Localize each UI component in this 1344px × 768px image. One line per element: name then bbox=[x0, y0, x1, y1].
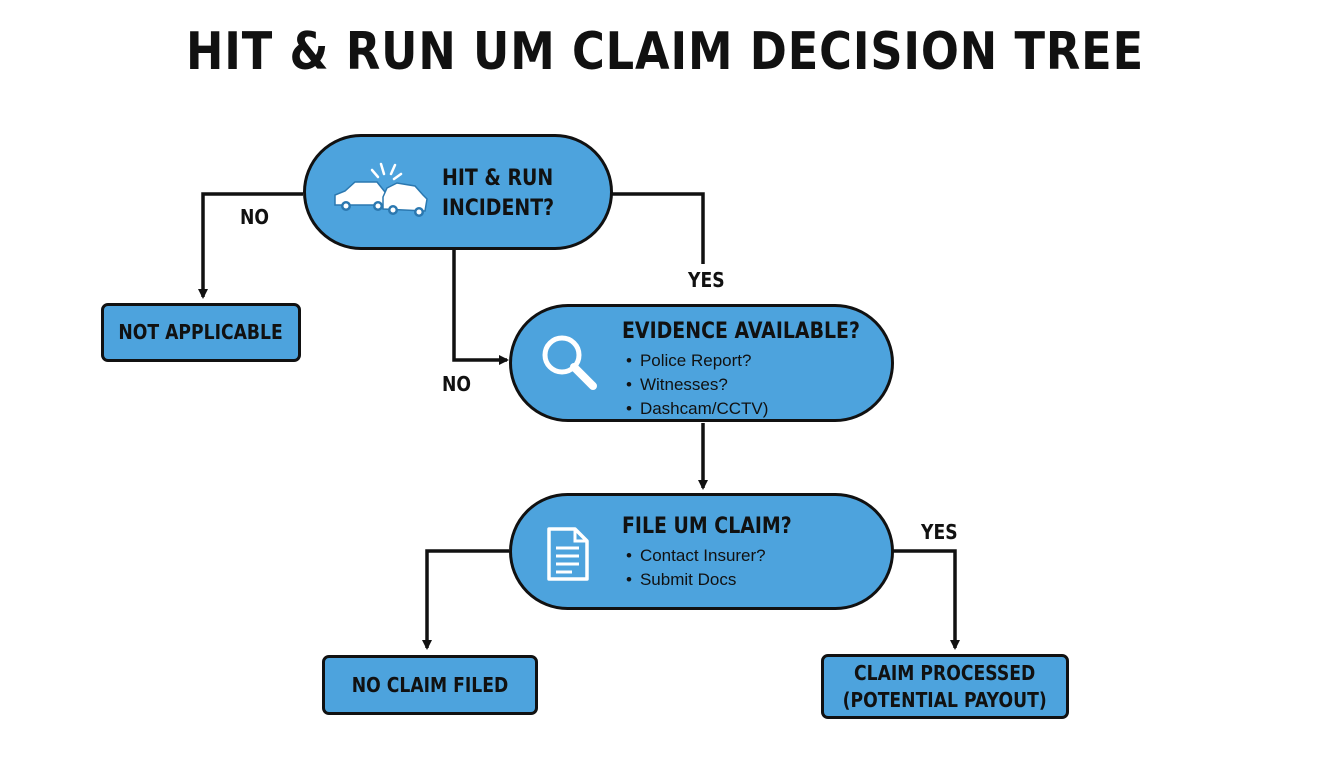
evidence-item: Dashcam/CCTV) bbox=[626, 397, 899, 421]
edge-label-yes: YES bbox=[921, 520, 958, 544]
file-claim-title: FILE UM CLAIM? bbox=[622, 514, 792, 539]
edge-yes-to-claim-processed bbox=[893, 549, 960, 650]
claim-processed-box: CLAIM PROCESSED (POTENTIAL PAYOUT) bbox=[821, 654, 1069, 719]
hit-and-run-label: HIT & RUN INCIDENT? bbox=[442, 166, 555, 221]
claim-processed-label: CLAIM PROCESSED (POTENTIAL PAYOUT) bbox=[842, 660, 1048, 712]
not-applicable-box: NOT APPLICABLE bbox=[101, 303, 301, 362]
file-claim-item: Contact Insurer? bbox=[626, 544, 819, 568]
edge-no-to-no-claim bbox=[422, 549, 509, 650]
document-icon bbox=[547, 527, 589, 581]
evidence-item: Witnesses? bbox=[626, 373, 899, 397]
magnifier-icon bbox=[542, 335, 597, 390]
edge-label-yes: YES bbox=[688, 268, 725, 292]
edge-label-no: NO bbox=[442, 372, 472, 396]
hit-and-run-node: HIT & RUN INCIDENT? bbox=[303, 134, 613, 250]
edge-no-to-not-applicable bbox=[198, 192, 303, 299]
edge-no-to-evidence bbox=[452, 250, 509, 365]
edge-label-no: NO bbox=[240, 205, 270, 229]
file-claim-node: FILE UM CLAIM? Contact Insurer? Submit D… bbox=[509, 493, 894, 610]
evidence-item: Police Report? bbox=[626, 349, 899, 373]
no-claim-filed-box: NO CLAIM FILED bbox=[322, 655, 538, 715]
evidence-list: Police Report? Witnesses? Dashcam/CCTV) bbox=[626, 349, 899, 421]
edge-yes-to-evidence bbox=[612, 192, 705, 264]
evidence-node: EVIDENCE AVAILABLE? Police Report? Witne… bbox=[509, 304, 894, 422]
car-crash-icon bbox=[334, 162, 428, 217]
file-claim-item: Submit Docs bbox=[626, 568, 819, 592]
not-applicable-label: NOT APPLICABLE bbox=[118, 320, 284, 344]
file-claim-list: Contact Insurer? Submit Docs bbox=[626, 544, 819, 592]
no-claim-filed-label: NO CLAIM FILED bbox=[351, 672, 509, 697]
evidence-title: EVIDENCE AVAILABLE? bbox=[622, 319, 860, 344]
page-title: HIT & RUN UM CLAIM DECISION TREE bbox=[185, 22, 1145, 82]
